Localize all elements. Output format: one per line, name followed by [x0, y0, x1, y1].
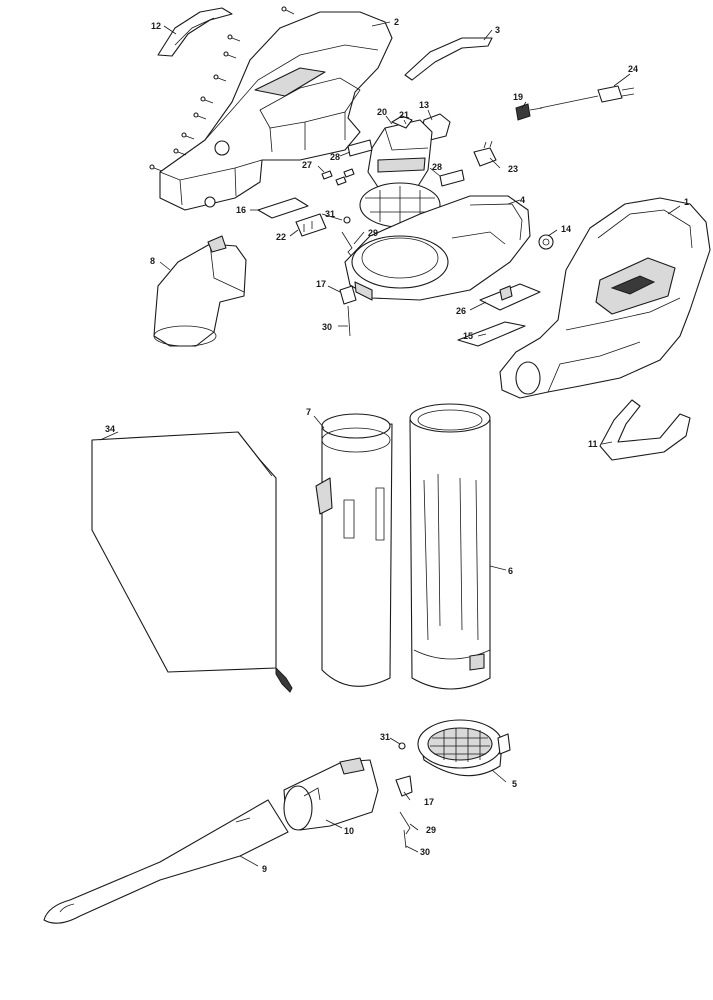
- part-19-cord-clip: [515, 103, 543, 121]
- part-1-lower-housing: [499, 197, 711, 399]
- callout-24: 24: [628, 64, 638, 74]
- callout-28-right: 28: [432, 162, 442, 172]
- part-15-plate: [457, 321, 526, 347]
- part-34-collection-bag: [91, 431, 293, 693]
- callout-20: 20: [377, 107, 387, 117]
- callout-31-bottom: 31: [380, 732, 390, 742]
- part-26-circuit-board: [479, 283, 541, 311]
- part-31-nut-bottom: [398, 742, 406, 750]
- part-2-upper-housing: [159, 11, 393, 211]
- callout-19: 19: [513, 92, 523, 102]
- part-6-outlet-tube: [409, 403, 491, 690]
- callout-30-bottom: 30: [420, 847, 430, 857]
- part-29-spring-bottom: [399, 811, 411, 835]
- part-4-fan-housing: [344, 195, 531, 301]
- callout-31-top: 31: [325, 209, 335, 219]
- callout-28-left: 28: [330, 152, 340, 162]
- part-17-latch-bottom: [395, 775, 413, 797]
- screws-group-a: [149, 6, 295, 172]
- leader-lines: [99, 21, 681, 867]
- callout-23: 23: [508, 164, 518, 174]
- part-22-terminal: [295, 213, 327, 237]
- part-9-nozzle: [43, 799, 289, 924]
- part-30-pin-bottom: [403, 829, 407, 849]
- callout-3: 3: [495, 25, 500, 35]
- callout-30-top: 30: [322, 322, 332, 332]
- callout-2: 2: [394, 17, 399, 27]
- callout-11: 11: [588, 439, 598, 449]
- callout-22: 22: [276, 232, 286, 242]
- part-20-motor: [367, 115, 433, 191]
- part-17-latch-top: [339, 285, 357, 305]
- part-10-nozzle-adapter: [283, 757, 379, 831]
- callout-14: 14: [561, 224, 571, 234]
- callout-15: 15: [463, 331, 473, 341]
- callout-27: 27: [302, 160, 312, 170]
- part-5-grille-ring: [417, 719, 511, 777]
- callout-8: 8: [150, 256, 155, 266]
- callout-16: 16: [236, 205, 246, 215]
- part-27-brushes: [321, 168, 355, 186]
- callout-7: 7: [306, 407, 311, 417]
- part-8-elbow-duct: [153, 235, 247, 347]
- callout-5: 5: [512, 779, 517, 789]
- callout-10: 10: [344, 826, 354, 836]
- callout-17-top: 17: [316, 279, 326, 289]
- callout-21: 21: [399, 110, 409, 120]
- callout-labels: 1 2 3 4 5 6 7 8 9 10 11 12 13 14 15 16 1…: [105, 17, 689, 874]
- callout-12: 12: [151, 21, 161, 31]
- part-23-connector: [473, 140, 497, 167]
- part-14-collar: [538, 234, 554, 250]
- part-16-plate: [257, 197, 309, 219]
- part-3-cover-strip: [404, 37, 493, 81]
- part-28-pad-right: [439, 169, 465, 187]
- part-24-power-cord: [539, 85, 635, 109]
- part-7-inlet-tube: [315, 413, 393, 687]
- callout-17-bottom: 17: [424, 797, 434, 807]
- callout-4: 4: [520, 195, 525, 205]
- part-31-nut-top: [343, 216, 351, 224]
- part-12-grip: [157, 7, 233, 57]
- callout-9: 9: [262, 864, 267, 874]
- callout-29-top: 29: [368, 228, 378, 238]
- callout-29-bottom: 29: [426, 825, 436, 835]
- callout-26: 26: [456, 306, 466, 316]
- part-30-pin-top: [347, 305, 351, 337]
- part-11-guard: [599, 399, 691, 461]
- callout-1: 1: [684, 197, 689, 207]
- callout-13: 13: [419, 100, 429, 110]
- callout-34: 34: [105, 424, 115, 434]
- callout-6: 6: [508, 566, 513, 576]
